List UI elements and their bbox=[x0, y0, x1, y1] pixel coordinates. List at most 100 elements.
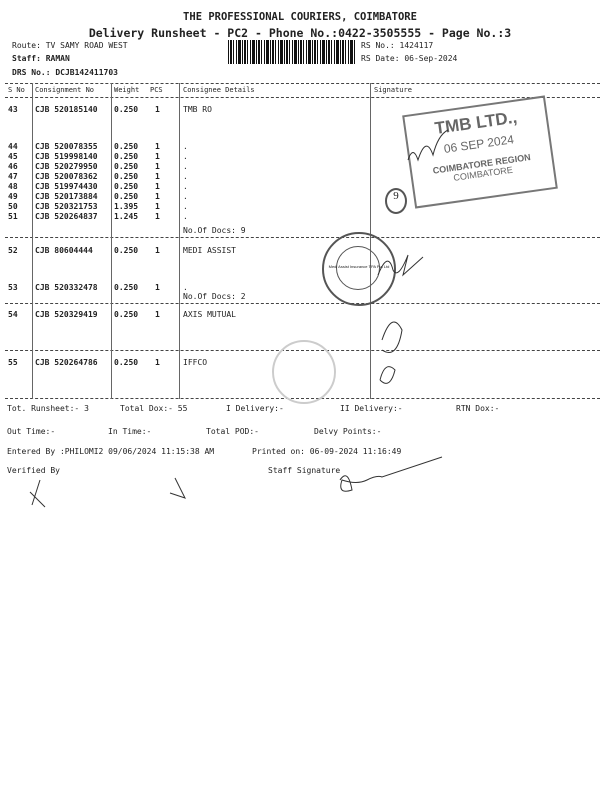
company-title: THE PROFESSIONAL COURIERS, COIMBATORE bbox=[183, 11, 417, 23]
cell-cn: CJB 520173884 bbox=[35, 192, 98, 201]
out-time: Out Time:- bbox=[7, 427, 56, 436]
cell-cn: CJB 520321753 bbox=[35, 202, 98, 211]
cell-sno: 50 bbox=[8, 202, 18, 211]
cell-pcs: 1 bbox=[155, 212, 160, 221]
tot-runsheet: Tot. Runsheet:- 3 bbox=[7, 404, 89, 413]
cell-details: . bbox=[183, 283, 188, 292]
printed-on: Printed on: 06-09-2024 11:16:49 bbox=[252, 447, 402, 456]
delvy-points: Delvy Points:- bbox=[314, 427, 382, 436]
drs-number: DRS No.: DCJB142411703 bbox=[12, 68, 118, 77]
rtn-dox: RTN Dox:- bbox=[456, 404, 500, 413]
total-dox: Total Dox:- 55 bbox=[120, 404, 188, 413]
col-signature: Signature bbox=[374, 86, 412, 94]
cell-cn: CJB 520264837 bbox=[35, 212, 98, 221]
ii-delivery: II Delivery:- bbox=[340, 404, 403, 413]
cell-pcs: 1 bbox=[155, 172, 160, 181]
cell-pcs: 1 bbox=[155, 162, 160, 171]
cell-pcs: 1 bbox=[155, 310, 160, 319]
docs-count: No.Of Docs: 2 bbox=[183, 292, 246, 301]
col-consignment: Consignment No bbox=[35, 86, 95, 94]
cell-sno: 54 bbox=[8, 310, 18, 319]
cell-wt: 0.250 bbox=[114, 192, 139, 201]
cell-wt: 0.250 bbox=[114, 172, 139, 181]
cell-sno: 48 bbox=[8, 182, 18, 191]
route: Route: TV SAMY ROAD WEST bbox=[12, 41, 128, 50]
cell-pcs: 1 bbox=[155, 182, 160, 191]
cell-pcs: 1 bbox=[155, 246, 160, 255]
cell-wt: 0.250 bbox=[114, 283, 139, 292]
cell-wt: 0.250 bbox=[114, 182, 139, 191]
cell-wt: 0.250 bbox=[114, 310, 139, 319]
circled-annotation: 9 bbox=[385, 188, 407, 214]
cell-pcs: 1 bbox=[155, 202, 160, 211]
staff: Staff: RAMAN bbox=[12, 54, 70, 63]
cell-sno: 45 bbox=[8, 152, 18, 161]
cell-pcs: 1 bbox=[155, 152, 160, 161]
seal-text: Medi Assist Insurance TPA Pvt Ltd bbox=[328, 264, 390, 269]
cell-sno: 44 bbox=[8, 142, 18, 151]
cell-wt: 0.250 bbox=[114, 246, 139, 255]
cell-pcs: 1 bbox=[155, 142, 160, 151]
divider bbox=[5, 237, 600, 238]
column-divider bbox=[179, 83, 180, 399]
cell-details: . bbox=[183, 162, 188, 171]
faded-seal bbox=[272, 340, 336, 404]
cell-wt: 0.250 bbox=[114, 142, 139, 151]
signature-mark bbox=[379, 321, 403, 384]
cell-wt: 1.245 bbox=[114, 212, 139, 221]
staff-signature: Staff Signature bbox=[268, 466, 341, 475]
rs-number: RS No.: 1424117 bbox=[361, 41, 434, 50]
cell-wt: 0.250 bbox=[114, 105, 139, 114]
cell-wt: 0.250 bbox=[114, 358, 139, 367]
cell-details: . bbox=[183, 192, 188, 201]
divider bbox=[5, 83, 600, 84]
cell-pcs: 1 bbox=[155, 358, 160, 367]
runsheet-subtitle: Delivery Runsheet - PC2 - Phone No.:0422… bbox=[88, 26, 512, 40]
col-sno: S No bbox=[8, 86, 25, 94]
column-divider bbox=[32, 83, 33, 399]
cell-cn: CJB 520185140 bbox=[35, 105, 98, 114]
col-pcs: PCS bbox=[150, 86, 163, 94]
cell-details: AXIS MUTUAL bbox=[183, 310, 236, 319]
i-delivery: I Delivery:- bbox=[226, 404, 284, 413]
cell-details: . bbox=[183, 212, 188, 221]
cell-sno: 52 bbox=[8, 246, 18, 255]
cell-cn: CJB 520078355 bbox=[35, 142, 98, 151]
cell-cn: CJB 519998140 bbox=[35, 152, 98, 161]
cell-pcs: 1 bbox=[155, 105, 160, 114]
cell-details: MEDI ASSIST bbox=[183, 246, 236, 255]
cell-sno: 47 bbox=[8, 172, 18, 181]
signature-mark bbox=[377, 254, 424, 277]
cell-sno: 49 bbox=[8, 192, 18, 201]
barcode bbox=[228, 40, 356, 64]
column-divider bbox=[111, 83, 112, 399]
cell-details: . bbox=[183, 172, 188, 181]
cell-details: . bbox=[183, 182, 188, 191]
in-time: In Time:- bbox=[108, 427, 152, 436]
cell-details: TMB RO bbox=[183, 105, 212, 114]
cell-details: . bbox=[183, 142, 188, 151]
cell-wt: 0.250 bbox=[114, 162, 139, 171]
cell-cn: CJB 520329419 bbox=[35, 310, 98, 319]
col-weight: Weight bbox=[114, 86, 140, 94]
signature-mark bbox=[29, 477, 186, 508]
docs-count: No.Of Docs: 9 bbox=[183, 226, 246, 235]
cell-cn: CJB 520279950 bbox=[35, 162, 98, 171]
entered-by: Entered By :PHILOMI2 09/06/2024 11:15:38… bbox=[7, 447, 215, 456]
medi-assist-seal: Medi Assist Insurance TPA Pvt Ltd bbox=[322, 232, 396, 306]
cell-cn: CJB 519974430 bbox=[35, 182, 98, 191]
cell-sno: 53 bbox=[8, 283, 18, 292]
cell-details: . bbox=[183, 152, 188, 161]
verified-by: Verified By bbox=[7, 466, 60, 475]
total-pod: Total POD:- bbox=[206, 427, 259, 436]
rs-date: RS Date: 06-Sep-2024 bbox=[361, 54, 458, 63]
cell-cn: CJB 520332478 bbox=[35, 283, 98, 292]
cell-details: . bbox=[183, 202, 188, 211]
cell-cn: CJB 520264786 bbox=[35, 358, 98, 367]
cell-wt: 0.250 bbox=[114, 152, 139, 161]
cell-details: IFFCO bbox=[183, 358, 208, 367]
divider bbox=[5, 303, 600, 304]
cell-wt: 1.395 bbox=[114, 202, 139, 211]
